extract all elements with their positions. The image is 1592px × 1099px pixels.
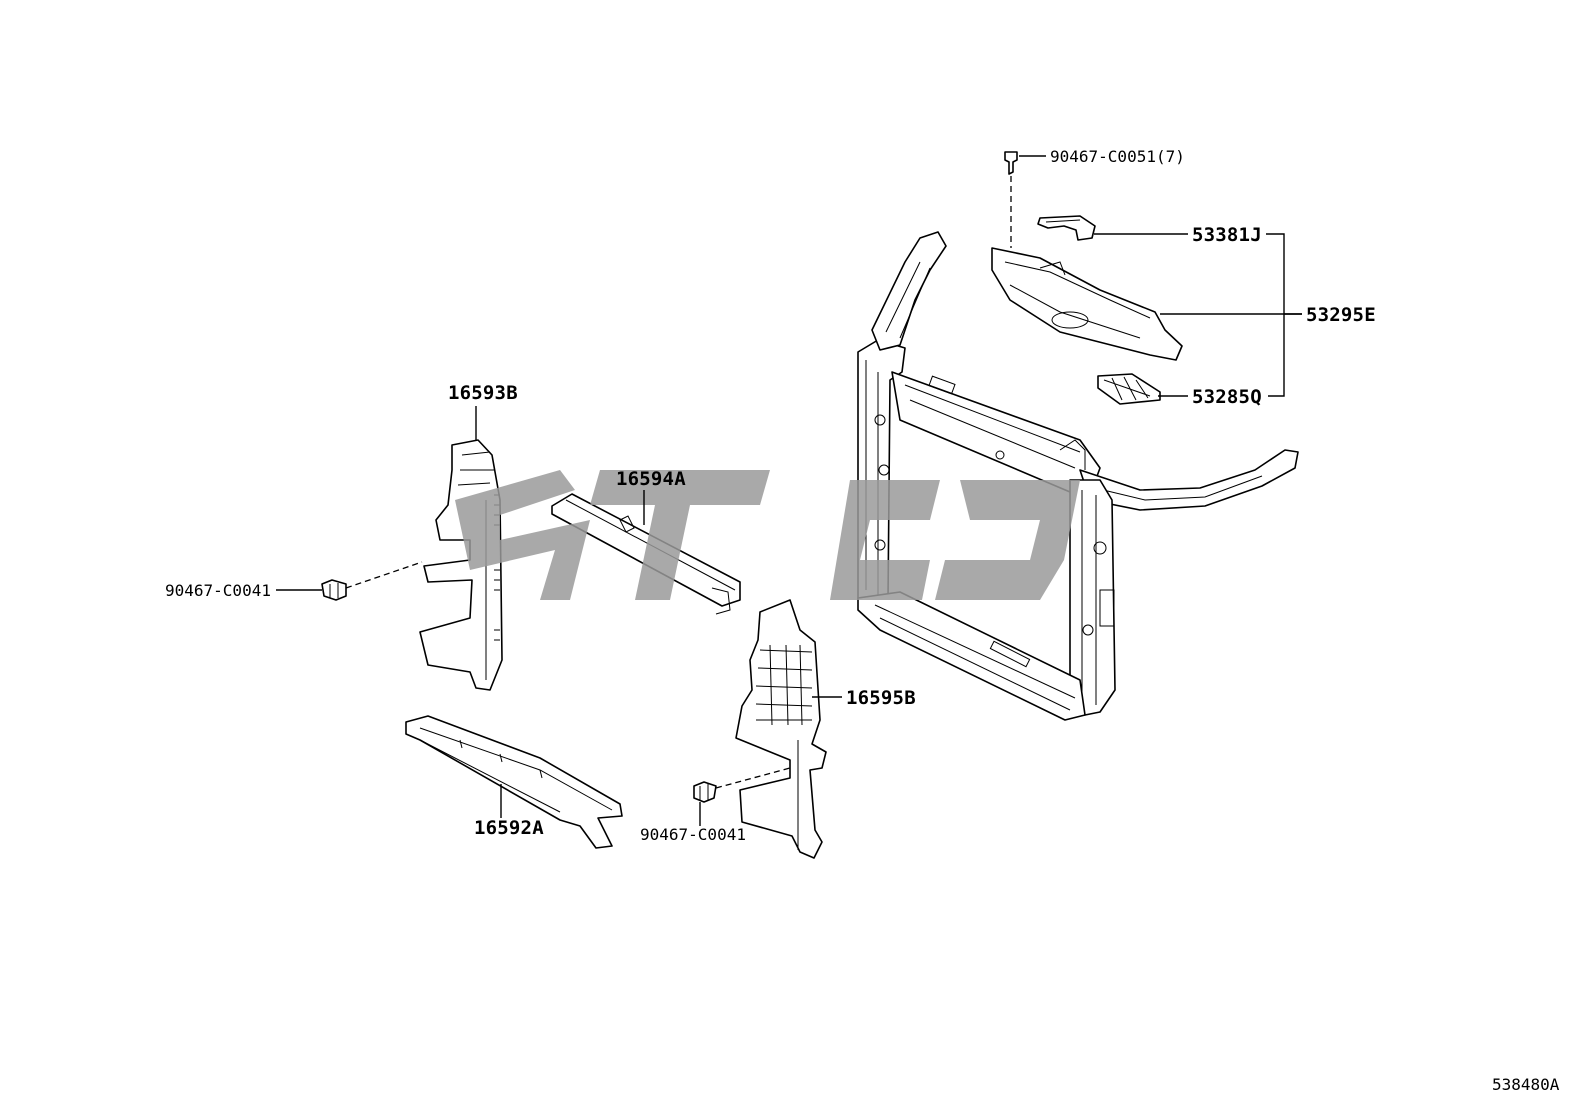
- callout-p6: 16594A: [616, 468, 686, 490]
- callout-p3: 53295E: [1306, 304, 1376, 326]
- radiator-support-frame: [857, 231, 1299, 721]
- clip-90467-c0041-left: [321, 561, 423, 601]
- callout-p5: 16593B: [448, 382, 518, 404]
- leader-lines: [276, 155, 1302, 826]
- watermark-logo: [455, 470, 1080, 600]
- callout-p8: 16595B: [846, 687, 916, 709]
- callout-p1: 90467-C0051(7): [1050, 147, 1185, 166]
- callout-p10: 16592A: [474, 817, 544, 839]
- diagram-id: 538480A: [1492, 1075, 1560, 1094]
- clip-90467-c0051: [1004, 151, 1018, 248]
- mesh-53285q: [1097, 373, 1161, 405]
- seal-53381j: [1037, 215, 1096, 241]
- upper-cover-53295e: [991, 247, 1183, 361]
- callout-p7: 90467-C0041: [165, 581, 271, 600]
- deflector-16592a: [405, 715, 623, 849]
- callout-p4: 53285Q: [1192, 386, 1262, 408]
- callout-p9: 90467-C0041: [640, 825, 746, 844]
- duct-16595b: [735, 599, 827, 859]
- callout-p2: 53381J: [1192, 224, 1262, 246]
- clip-90467-c0041-right: [693, 767, 791, 803]
